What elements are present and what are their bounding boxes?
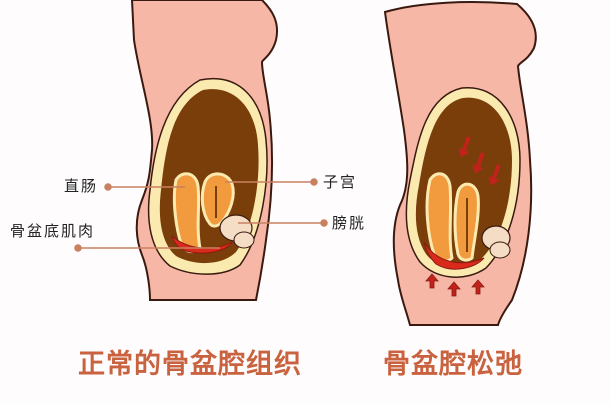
relaxed-pelvis-figure xyxy=(383,1,537,326)
leader-lines xyxy=(74,178,328,252)
rectum-right xyxy=(425,172,454,263)
arrow-up-icon xyxy=(447,281,461,297)
arrow-down-icon xyxy=(488,164,501,186)
label-pelvic-floor-muscle: 骨盆底肌肉 xyxy=(10,222,96,240)
arrow-up-icon xyxy=(425,273,439,289)
arrow-up-icon xyxy=(471,279,485,295)
pelvic-floor-muscle-right xyxy=(423,241,485,270)
downward-pressure-arrows xyxy=(458,136,501,186)
upward-pressure-arrows xyxy=(425,273,485,297)
label-rectum: 直肠 xyxy=(64,177,99,195)
arrow-down-icon xyxy=(472,152,485,174)
arrow-down-icon xyxy=(458,136,471,158)
label-uterus: 子宫 xyxy=(323,173,358,191)
caption-relaxed-pelvic-cavity: 骨盆腔松弛 xyxy=(383,349,523,380)
normal-pelvis-figure xyxy=(130,0,278,301)
caption-normal-pelvic-tissue: 正常的骨盆腔组织 xyxy=(78,349,302,380)
label-bladder: 膀胱 xyxy=(332,214,367,232)
